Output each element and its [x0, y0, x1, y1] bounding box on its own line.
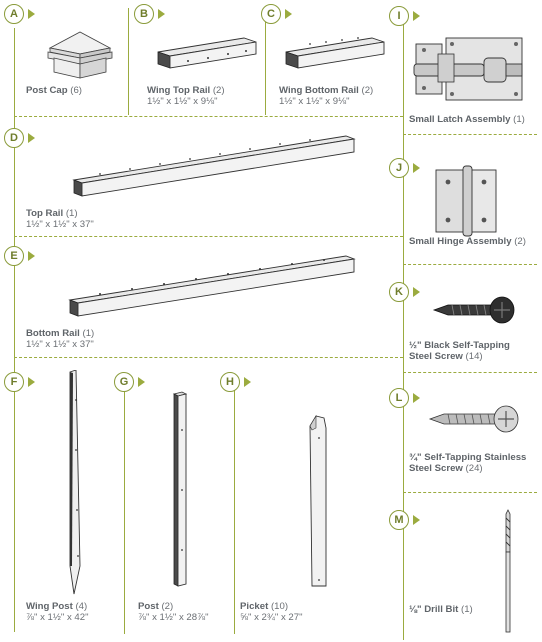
label-bottom-rail: Bottom Rail (1) — [26, 328, 95, 339]
stainless-screw-illustration — [428, 405, 519, 433]
small-latch-illustration — [413, 37, 523, 101]
divider-gh — [234, 378, 235, 634]
drill-bit-illustration — [505, 509, 511, 633]
small-hinge-illustration — [435, 165, 497, 237]
label-black-screw: ½" Black Self-Tapping — [409, 340, 510, 351]
label-black-screw-line2: Steel Screw (14) — [409, 351, 483, 362]
right-divider-4 — [403, 492, 537, 493]
dims-top-rail: 1½" x 1½" x 37" — [26, 219, 94, 230]
badge-C: C — [261, 4, 292, 24]
label-small-latch: Small Latch Assembly (1) — [409, 114, 525, 125]
label-top-rail: Top Rail (1) — [26, 208, 78, 219]
dims-picket: ⅝" x 2¾" x 27" — [240, 612, 303, 623]
black-screw-illustration — [432, 296, 515, 324]
label-stainless-screw-line2: Steel Screw (24) — [409, 463, 483, 474]
wing-bottom-rail-illustration — [285, 37, 385, 69]
bottom-rail-illustration — [68, 255, 356, 317]
label-post-cap: Post Cap (6) — [26, 85, 82, 96]
badge-A: A — [4, 4, 35, 24]
wing-post-illustration — [69, 370, 81, 595]
top-rail-illustration — [72, 135, 356, 197]
row-divider-2 — [14, 236, 403, 237]
badge-M: M — [389, 510, 420, 530]
divider-fg — [124, 378, 125, 634]
badge-J: J — [389, 158, 420, 178]
badge-E: E — [4, 246, 35, 266]
dims-bottom-rail: 1½" x 1½" x 37" — [26, 339, 94, 350]
divider-left-column — [403, 8, 404, 640]
label-picket: Picket (10) — [240, 601, 289, 612]
badge-B: B — [134, 4, 165, 24]
badge-H: H — [220, 372, 251, 392]
divider-bc — [265, 8, 266, 115]
dims-wing-post: ⅞" x 1½" x 42" — [26, 612, 89, 623]
badge-G: G — [114, 372, 145, 392]
picket-illustration — [309, 414, 327, 587]
badge-K: K — [389, 282, 420, 302]
label-drill-bit: ⅛" Drill Bit (1) — [409, 604, 473, 615]
row-divider-3 — [14, 357, 403, 358]
badge-D: D — [4, 128, 35, 148]
dims-wing-top-rail: 1½" x 1½" x 9⅛" — [147, 96, 218, 107]
wing-top-rail-illustration — [157, 37, 257, 69]
post-illustration — [172, 391, 188, 587]
divider-ab — [128, 8, 129, 115]
right-divider-3 — [403, 372, 537, 373]
right-divider-1 — [403, 134, 537, 135]
post-cap-illustration — [47, 31, 113, 79]
right-divider-2 — [403, 264, 537, 265]
badge-F: F — [4, 372, 35, 392]
label-wing-top-rail: Wing Top Rail (2) — [147, 85, 225, 96]
dims-wing-bottom-rail: 1½" x 1½" x 9⅛" — [279, 96, 350, 107]
label-wing-bottom-rail: Wing Bottom Rail (2) — [279, 85, 374, 96]
row-divider-1 — [14, 116, 403, 117]
label-post: Post (2) — [138, 601, 174, 612]
badge-I: I — [389, 6, 420, 26]
label-stainless-screw: ¾" Self-Tapping Stainless — [409, 452, 527, 463]
divider-wing-post — [14, 28, 15, 632]
label-wing-post: Wing Post (4) — [26, 601, 88, 612]
label-small-hinge: Small Hinge Assembly (2) — [409, 236, 526, 247]
badge-L: L — [389, 388, 420, 408]
dims-post: ⅞" x 1½" x 28⅞" — [138, 612, 209, 623]
